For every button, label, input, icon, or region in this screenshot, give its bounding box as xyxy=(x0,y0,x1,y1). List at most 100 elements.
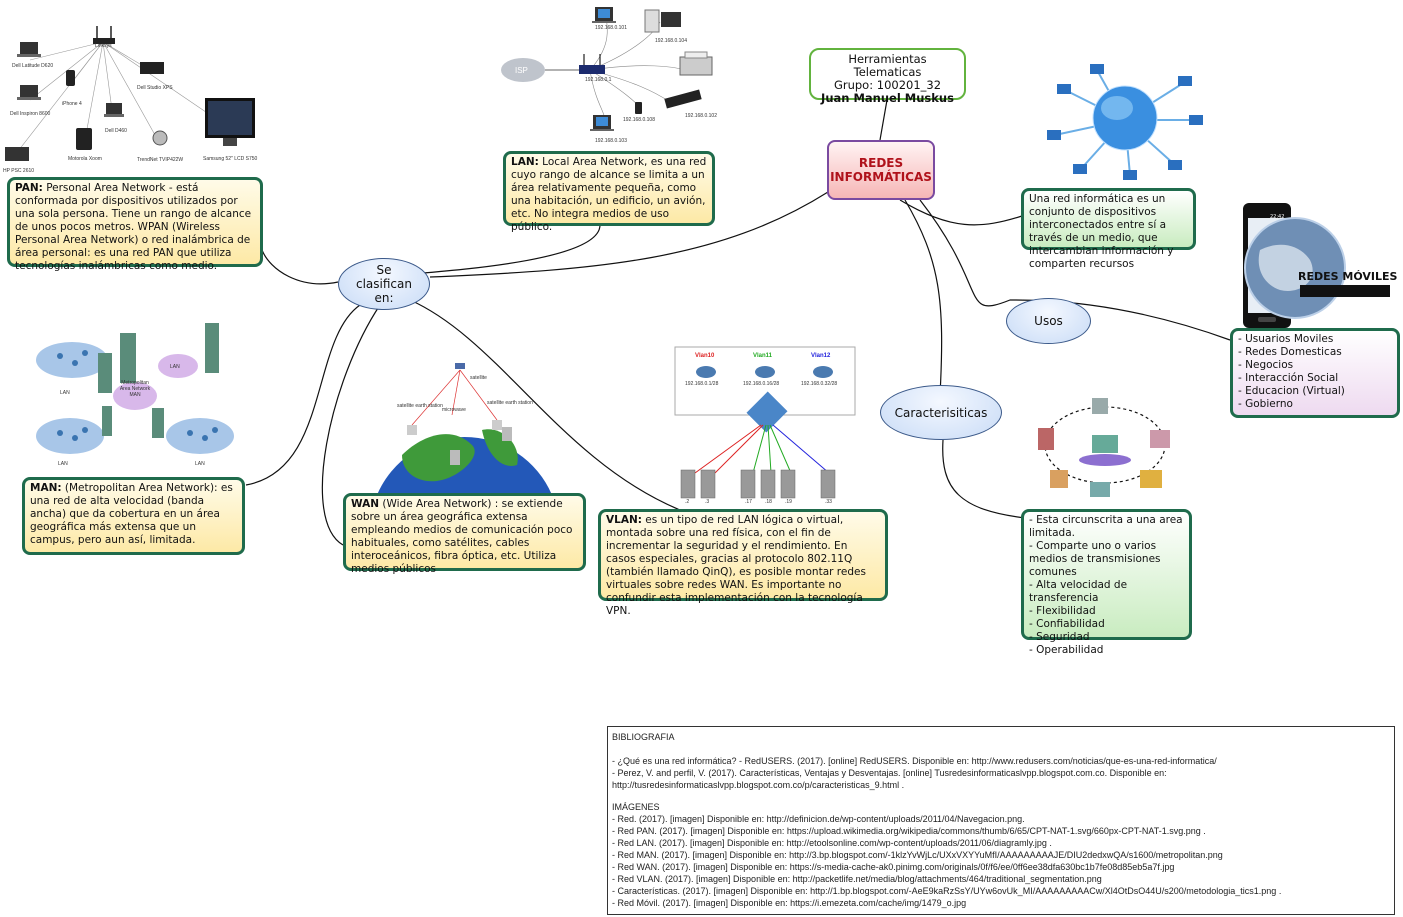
vlan-port-label: .18 xyxy=(765,499,772,505)
image-ref: - Red VLAN. (2017). [imagen] Disponible … xyxy=(612,874,1102,884)
caract-item: - Flexibilidad xyxy=(1029,605,1096,617)
pan-note: PAN: Personal Area Network - está confor… xyxy=(7,177,263,272)
vlan-port-label: .33 xyxy=(825,499,832,505)
caracteristicas-node: Caracterisiticas xyxy=(880,385,1002,440)
isp-label: ISP xyxy=(515,66,528,75)
network-globe-image xyxy=(1035,60,1215,185)
pan-term: PAN: xyxy=(15,182,43,194)
vlan-net-label: 192.168.0.32/28 xyxy=(801,381,838,387)
lan-label: 192.168.0.102 xyxy=(685,113,717,119)
vlan12-label: Vlan12 xyxy=(811,353,831,359)
lan-note: LAN: Local Area Network, es una red cuyo… xyxy=(503,151,715,233)
caracteristicas-list: - Esta circunscrita a una area limitada.… xyxy=(1021,509,1192,656)
wan-network-image: satellite satellite earth station satell… xyxy=(372,355,557,495)
vlan-port-label: .17 xyxy=(745,499,752,505)
wan-label: satellite earth station xyxy=(397,403,443,409)
caract-item: - Comparte uno o varios medios de transm… xyxy=(1029,540,1161,578)
wan-label: satellite earth station xyxy=(487,400,533,406)
caract-item: - Operabilidad xyxy=(1029,644,1104,656)
bibliography-ref: - Perez, V. and perfil, V. (2017). Carac… xyxy=(612,768,1167,790)
lan-label: 192.168.0.101 xyxy=(595,25,627,31)
caract-item: - Confiabilidad xyxy=(1029,618,1105,630)
pan-label: HP PSC 2610 xyxy=(3,168,35,174)
pan-label: Dell Studio XPS xyxy=(137,85,173,91)
vlan10-label: Vlan10 xyxy=(695,353,715,359)
wan-text: (Wide Area Network) : se extiende sobre … xyxy=(351,498,573,575)
wan-label: satellite xyxy=(470,375,487,381)
pan-label: Dell Latitude D620 xyxy=(12,63,54,69)
definition-note: Una red informática es un conjunto de di… xyxy=(1021,188,1196,270)
image-ref: - Red MAN. (2017). [imagen] Disponible e… xyxy=(612,850,1223,860)
root-node: REDES INFORMÁTICAS xyxy=(827,140,935,200)
pan-label: Motorola Xoom xyxy=(68,156,102,162)
bibliography-heading: BIBLIOGRAFIA xyxy=(612,732,675,742)
pan-label: Linksys xyxy=(95,43,112,49)
wan-label: microwave xyxy=(442,407,466,413)
man-lan-label: LAN xyxy=(60,390,70,396)
lan-label: 192.168.0.1 xyxy=(585,77,612,83)
usos-node: Usos xyxy=(1006,298,1091,344)
lan-network-image: ISP 192.168.0.101 192.168.0.104 192.168.… xyxy=(495,2,725,152)
image-ref: - Red. (2017). [imagen] Disponible en: h… xyxy=(612,814,1025,824)
lan-label: 192.168.0.104 xyxy=(655,38,687,44)
vlan-term: VLAN: xyxy=(606,514,642,526)
usos-item: - Redes Domesticas xyxy=(1238,346,1342,358)
mobile-title: REDES MÓVILES xyxy=(1298,270,1398,283)
usos-label: Usos xyxy=(1034,314,1063,328)
mobile-networks-image: 22:42 REDES MÓVILES xyxy=(1240,200,1400,330)
bibliography-box: BIBLIOGRAFIA - ¿Qué es una red informáti… xyxy=(607,726,1395,915)
characteristics-image xyxy=(1030,390,1180,500)
lan-term: LAN: xyxy=(511,156,539,168)
pan-label: TrendNet TVIP422W xyxy=(137,157,184,163)
usos-item: - Negocios xyxy=(1238,359,1294,371)
root-title-line2: INFORMÁTICAS xyxy=(830,170,932,184)
author-box: Herramientas Telematicas Grupo: 100201_3… xyxy=(809,48,966,105)
vlan-text: es un tipo de red LAN lógica o virtual, … xyxy=(606,514,866,617)
usos-item: - Usuarios Moviles xyxy=(1238,333,1334,345)
image-ref: - Red Móvil. (2017). [imagen] Disponible… xyxy=(612,898,967,908)
bibliography-ref: - ¿Qué es una red informática? - RedUSER… xyxy=(612,756,1217,766)
man-lan-label: LAN xyxy=(195,461,205,467)
usos-item: - Gobierno xyxy=(1238,398,1293,410)
wan-term: WAN xyxy=(351,498,380,510)
caract-item: - Seguridad xyxy=(1029,631,1090,643)
course-name: Herramientas Telematicas xyxy=(848,52,927,79)
vlan-network-image: Vlan10 Vlan11 Vlan12 192.168.0.1/28 192.… xyxy=(673,345,858,505)
root-title-line1: REDES xyxy=(858,156,904,170)
usos-item: - Educacion (Virtual) xyxy=(1238,385,1345,397)
man-note: MAN: (Metropolitan Area Network): es una… xyxy=(22,477,245,555)
man-lan-label: LAN xyxy=(58,461,68,467)
image-ref: - Red LAN. (2017). [imagen] Disponible e… xyxy=(612,838,1052,848)
caract-item: - Esta circunscrita a una area limitada. xyxy=(1029,514,1183,539)
pan-label: Dell Inspiron 8600 xyxy=(10,111,51,117)
pan-label: iPhone 4 xyxy=(62,101,82,107)
pan-text: Personal Area Network - está conformada … xyxy=(15,182,252,272)
vlan11-label: Vlan11 xyxy=(753,353,773,359)
images-heading: IMÁGENES xyxy=(612,802,660,812)
man-center-label: Metropolitan Area Network MAN xyxy=(119,380,151,398)
caracteristicas-label: Caracterisiticas xyxy=(894,405,988,420)
vlan-port-label: .19 xyxy=(785,499,792,505)
lan-label: 192.168.0.103 xyxy=(595,138,627,144)
lan-text: Local Area Network, es una red cuyo rang… xyxy=(511,156,707,233)
definition-text: Una red informática es un conjunto de di… xyxy=(1029,193,1174,270)
vlan-note: VLAN: es un tipo de red LAN lógica o vir… xyxy=(598,509,888,617)
clasifican-node: Se clasifican en: xyxy=(338,258,430,310)
man-network-image: LAN Metropolitan Area Network MAN LAN LA… xyxy=(30,318,245,473)
vlan-port-label: .3 xyxy=(705,499,710,505)
vlan-port-label: .2 xyxy=(685,499,690,505)
usos-list: - Usuarios Moviles - Redes Domesticas - … xyxy=(1230,328,1400,418)
lan-label: 192.168.0.108 xyxy=(623,117,655,123)
clasifican-label: Se clasifican en: xyxy=(356,263,412,305)
man-lan-label: LAN xyxy=(170,364,180,370)
wan-note: WAN (Wide Area Network) : se extiende so… xyxy=(343,493,586,575)
image-ref: - Red PAN. (2017). [imagen] Disponible e… xyxy=(612,826,1206,836)
vlan-net-label: 192.168.0.16/28 xyxy=(743,381,780,387)
phone-time: 22:42 xyxy=(1270,214,1285,220)
pan-label: Samsung 52" LCD S750 xyxy=(203,156,258,162)
man-text: (Metropolitan Area Network): es una red … xyxy=(30,482,233,546)
group-number: Grupo: 100201_32 xyxy=(833,78,942,92)
author-name: Juan Manuel Muskus xyxy=(821,91,954,105)
image-ref: - Características. (2017). [imagen] Disp… xyxy=(612,886,1282,896)
man-term: MAN: xyxy=(30,482,62,494)
